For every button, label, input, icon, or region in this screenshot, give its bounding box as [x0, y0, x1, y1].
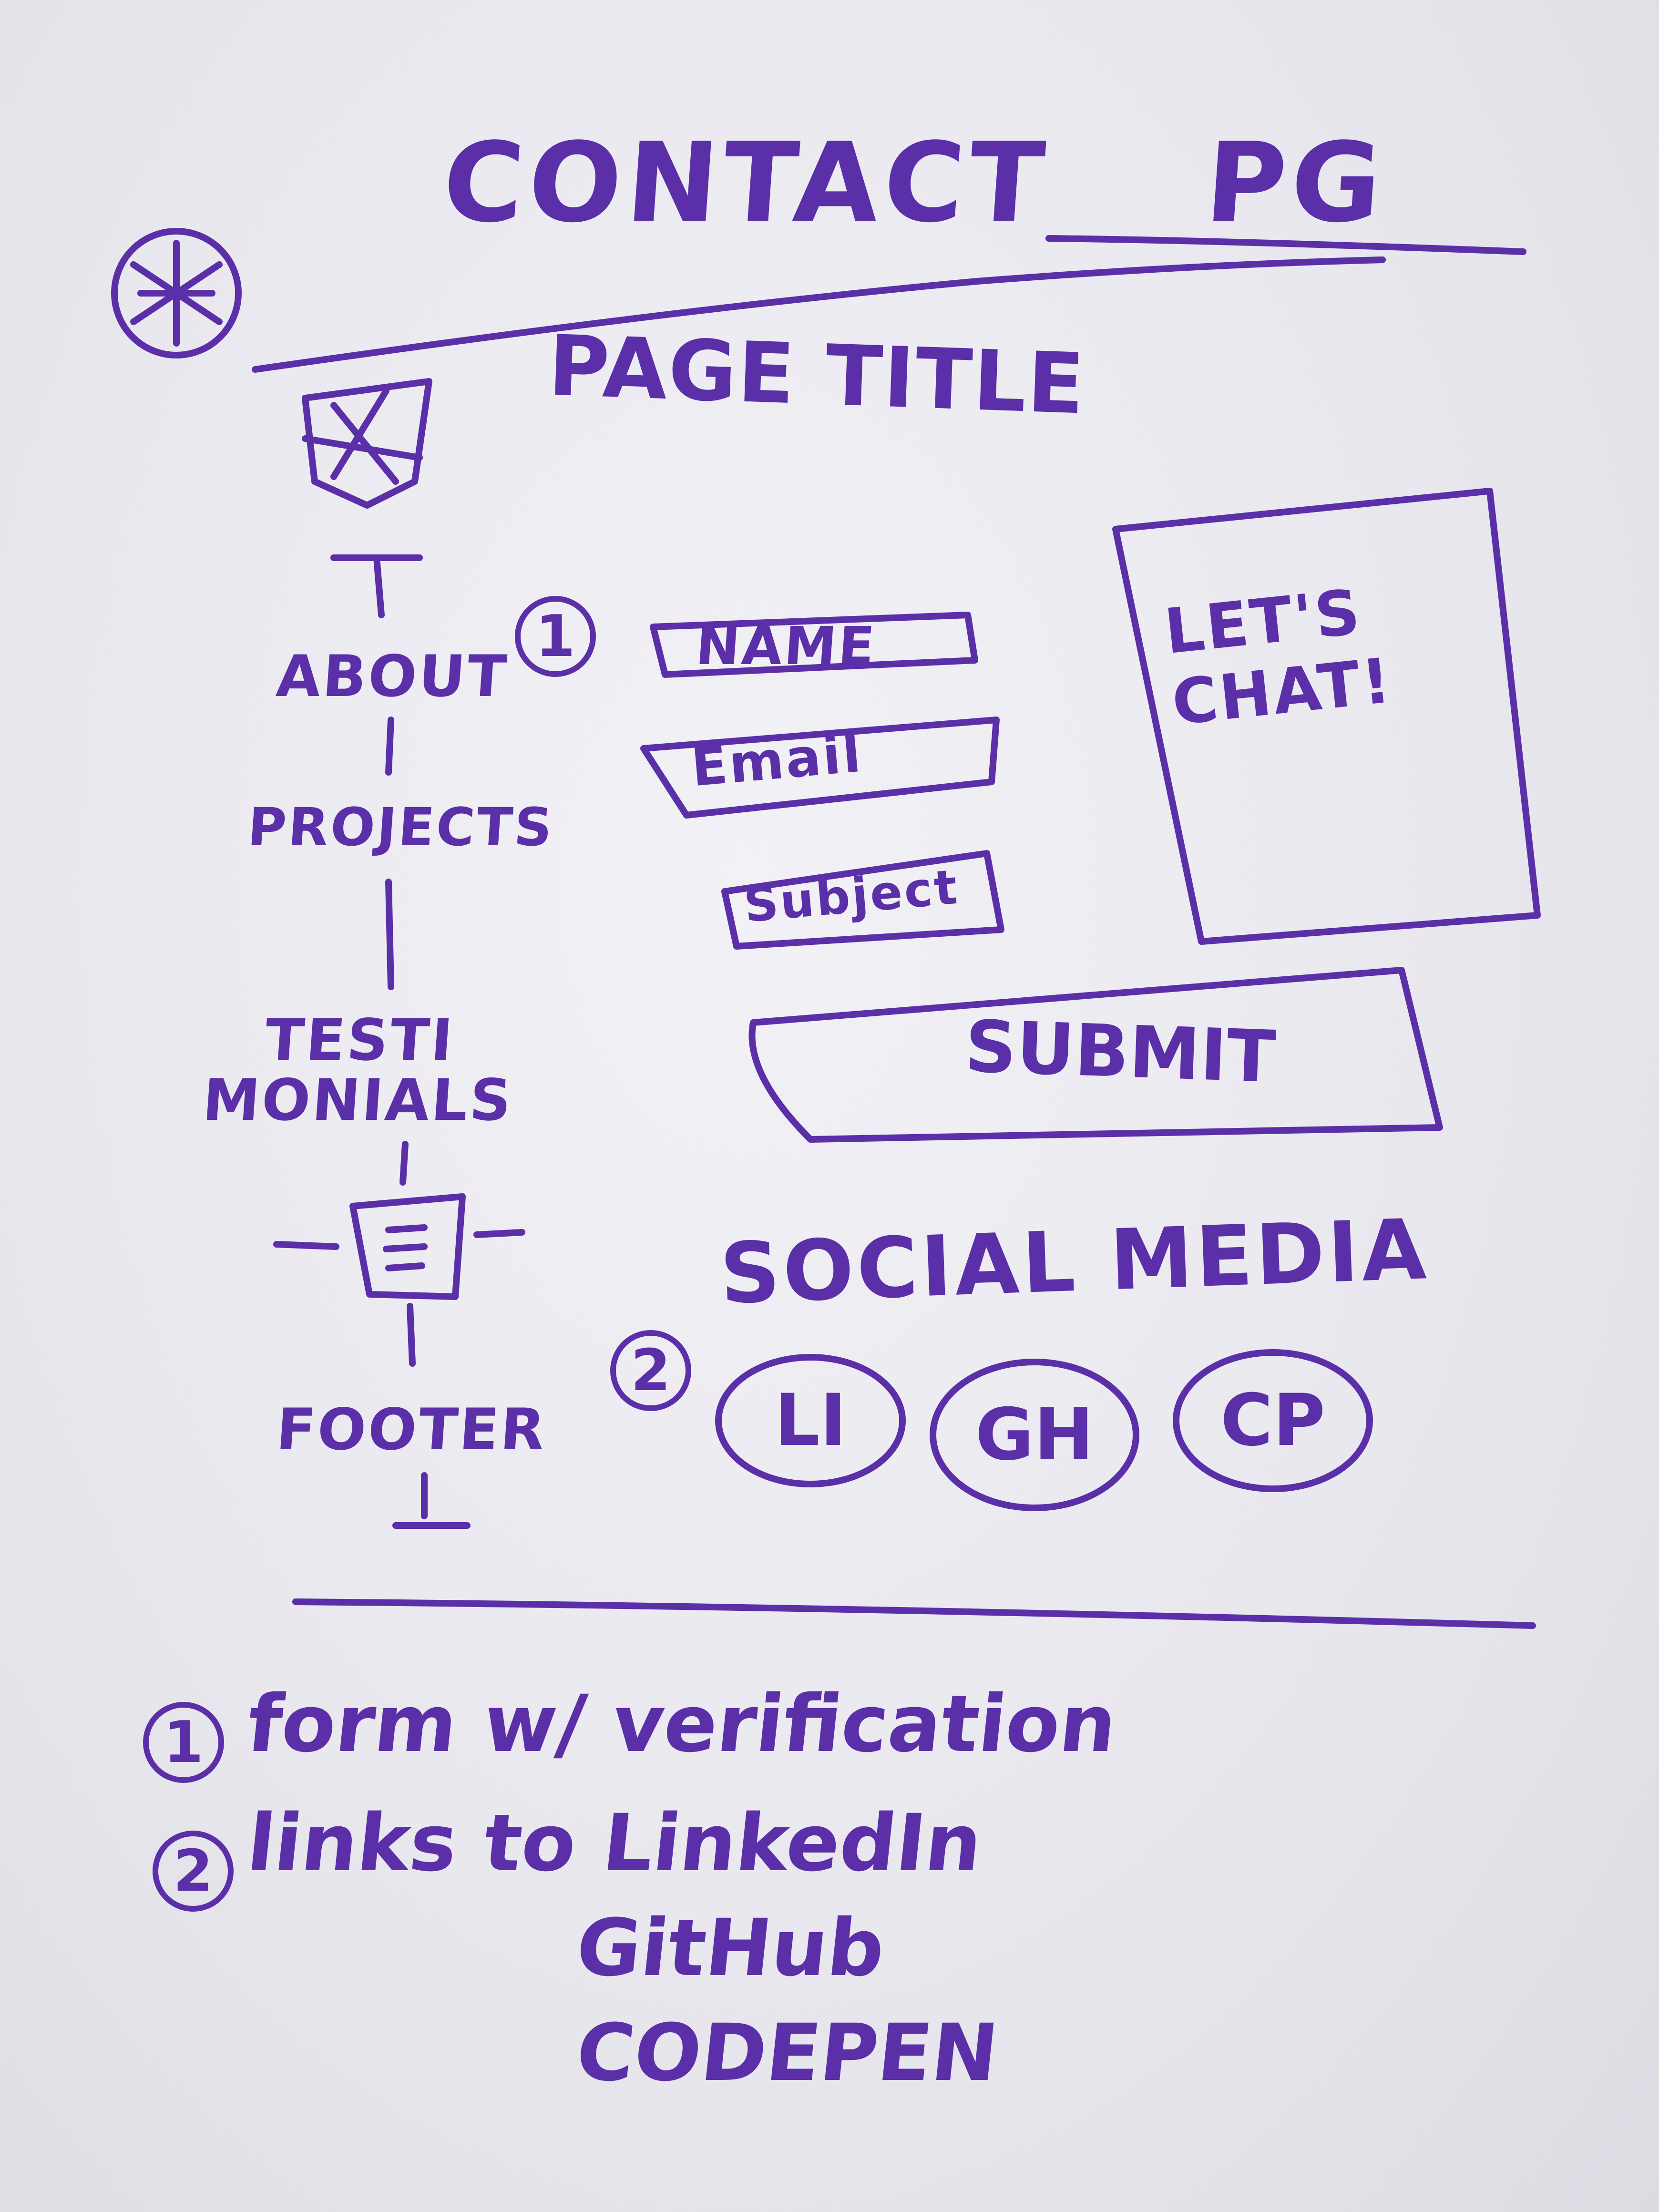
notes-divider [292, 1598, 1536, 1629]
note-marker-1: 1 [143, 1702, 224, 1783]
nav-item-footer[interactable]: FOOTER [274, 1397, 549, 1463]
form-marker: 1 [515, 596, 596, 677]
note-form-verification: form w/ verification [243, 1678, 1121, 1770]
note-marker-2: 2 [153, 1831, 234, 1912]
nav-item-projects[interactable]: PROJECTS [246, 797, 556, 858]
nav-connector-bottom [392, 1472, 471, 1529]
chat-box-label[interactable]: LET'S CHAT! [1161, 575, 1396, 739]
name-input-box [650, 612, 978, 678]
email-input-box [640, 717, 1000, 819]
name-field[interactable]: NAME [694, 615, 879, 676]
note-codepen: CODEPEN [572, 2007, 1003, 2099]
note-github: GitHub [572, 1902, 889, 1994]
github-icon[interactable]: GH [930, 1359, 1139, 1511]
nav-item-testimonials[interactable]: TESTI MONIALS [200, 1007, 515, 1134]
logo-scribble-icon [302, 378, 432, 509]
subject-input-box [721, 850, 1004, 950]
codepen-icon[interactable]: CP [1173, 1349, 1373, 1492]
note-links: links to LinkedIn [243, 1797, 987, 1889]
nav-connector-top [330, 554, 423, 618]
page-heading: CONTACT PG [439, 120, 1391, 247]
nav-item-about[interactable]: ABOUT [274, 644, 511, 710]
social-heading: SOCIAL MEDIA [718, 1201, 1431, 1323]
social-marker: 2 [610, 1330, 691, 1411]
hamburger-icon [273, 1193, 525, 1367]
header-divider [252, 256, 1386, 373]
asterisk-circle-icon [111, 228, 242, 358]
email-field[interactable]: Email [689, 722, 865, 799]
chat-box-frame [1112, 488, 1541, 945]
linkedin-icon[interactable]: LI [715, 1354, 906, 1487]
page-heading-title: CONTACT [439, 120, 1053, 247]
submit-button-box [748, 967, 1443, 1143]
header-underline [1045, 235, 1526, 255]
page-heading-suffix: PG [1201, 120, 1391, 247]
page-title-placeholder: PAGE TITLE [546, 317, 1087, 433]
